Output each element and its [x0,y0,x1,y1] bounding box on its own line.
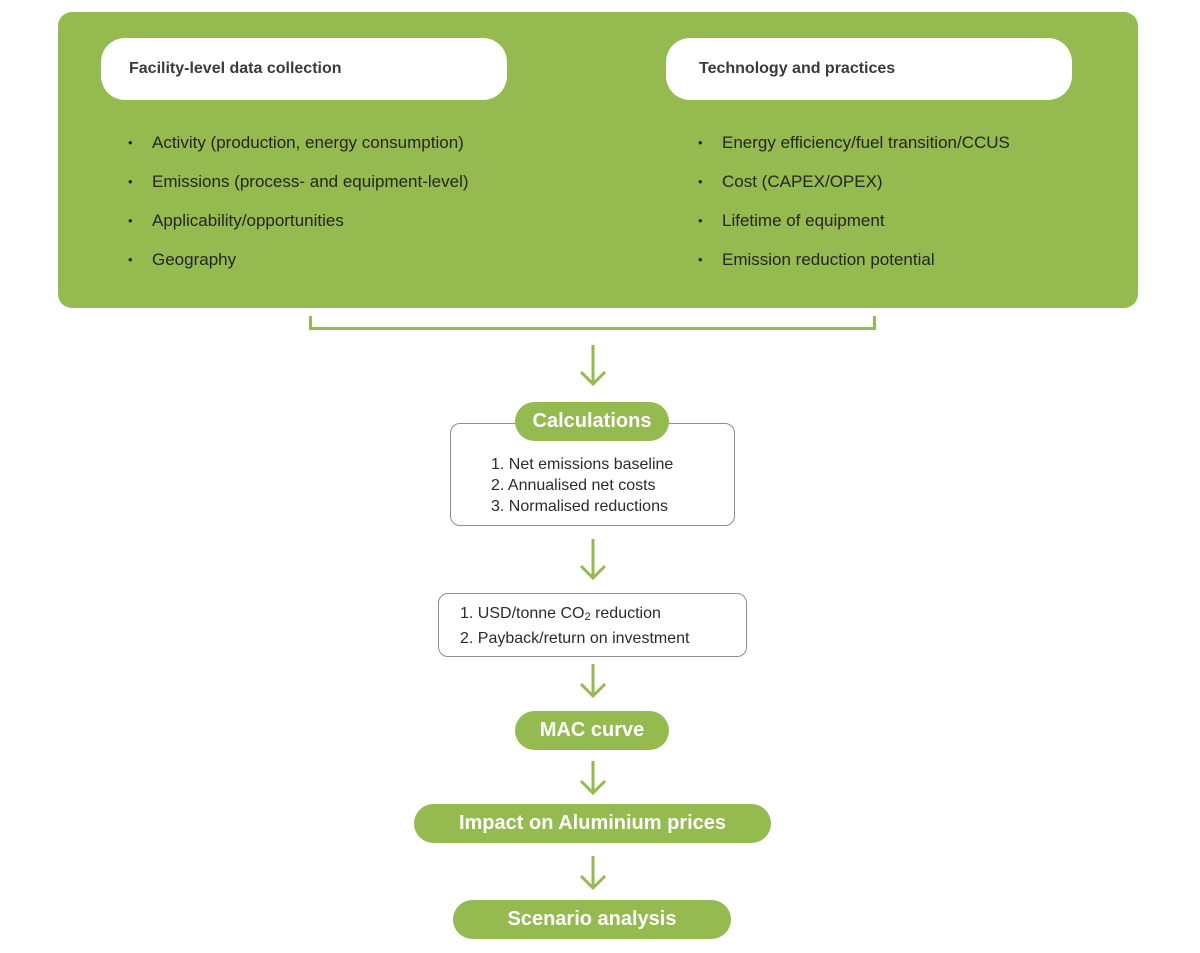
list-item: •Geography [128,245,469,284]
bullet-icon: • [698,174,703,189]
outputs-box [438,593,747,657]
list-item: 2. Payback/return on investment [460,630,690,647]
arrow-down-icon [578,538,608,582]
bullet-icon: • [698,213,703,228]
arrow-down-icon [578,760,608,796]
facility-data-list: •Activity (production, energy consumptio… [128,128,469,284]
calculations-label: Calculations [515,402,669,441]
mac-curve-step: MAC curve [515,711,669,750]
list-item: •Cost (CAPEX/OPEX) [698,167,1010,206]
merge-bracket [309,316,876,330]
scenario-analysis-step: Scenario analysis [453,900,731,939]
arrow-down-icon [578,344,608,388]
bullet-icon: • [698,252,703,267]
list-item: •Energy efficiency/fuel transition/CCUS [698,128,1010,167]
technology-heading: Technology and practices [666,38,1072,100]
bullet-icon: • [698,135,703,150]
arrow-down-icon [578,663,608,699]
list-item: 3. Normalised reductions [491,498,668,515]
list-item: 2. Annualised net costs [491,477,656,494]
facility-data-heading: Facility-level data collection [101,38,507,100]
calculation-steps: 1. Net emissions baseline 2. Annualised … [491,454,673,517]
bullet-icon: • [128,135,133,150]
bullet-icon: • [128,252,133,267]
technology-title: Technology and practices [699,60,896,77]
bullet-icon: • [128,174,133,189]
list-item: •Emission reduction potential [698,245,1010,284]
arrow-down-icon [578,855,608,891]
list-item: 1. USD/tonne CO2 reduction [460,605,661,623]
list-item: 1. Net emissions baseline [491,456,674,473]
list-item: •Applicability/opportunities [128,206,469,245]
output-metrics: 1. USD/tonne CO2 reduction 2. Payback/re… [460,603,689,649]
technology-list: •Energy efficiency/fuel transition/CCUS … [698,128,1010,284]
impact-prices-step: Impact on Aluminium prices [414,804,771,843]
list-item: •Emissions (process- and equipment-level… [128,167,469,206]
bullet-icon: • [128,213,133,228]
list-item: •Activity (production, energy consumptio… [128,128,469,167]
list-item: •Lifetime of equipment [698,206,1010,245]
facility-data-title: Facility-level data collection [129,60,342,77]
